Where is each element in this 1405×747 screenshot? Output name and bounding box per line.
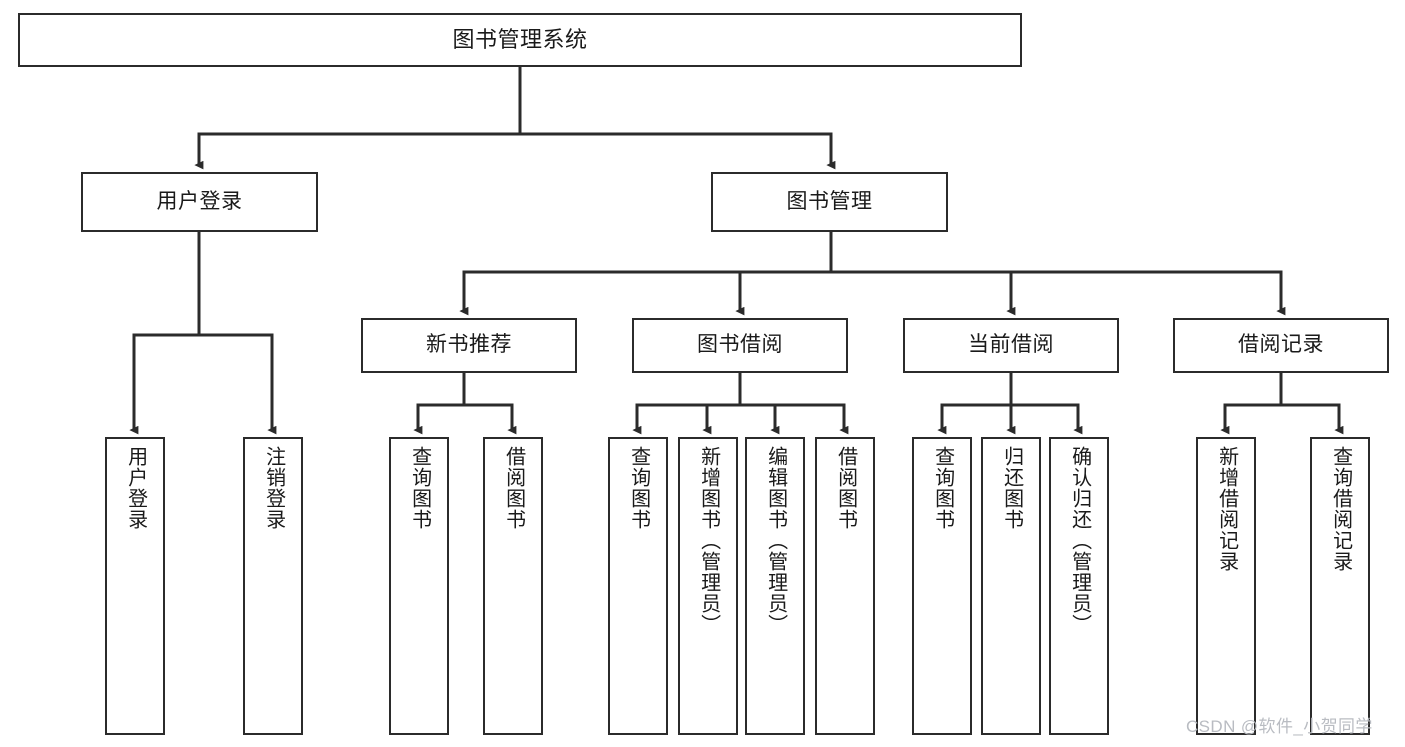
leaf-book-borrow-add-label: 新增图书（管理员）	[697, 446, 720, 635]
leaf-current-borrow-query[interactable]: 查询图书	[912, 437, 972, 735]
leaf-user-login-signin-label: 用户登录	[124, 446, 147, 530]
leaf-user-login-signout[interactable]: 注销登录	[243, 437, 303, 735]
leaf-borrow-record-add[interactable]: 新增借阅记录	[1196, 437, 1256, 735]
leaf-current-borrow-return-label: 归还图书	[1000, 446, 1023, 530]
leaf-book-borrow-lend[interactable]: 借阅图书	[815, 437, 875, 735]
node-current-borrow-label: 当前借阅	[968, 333, 1054, 357]
node-book-borrow-label: 图书借阅	[697, 333, 783, 357]
csdn-watermark: CSDN @软件_小贺同学	[1186, 717, 1373, 736]
leaf-book-borrow-edit-label: 编辑图书（管理员）	[764, 446, 787, 635]
leaf-current-borrow-confirm-label: 确认归还（管理员）	[1068, 446, 1091, 635]
leaf-current-borrow-query-label: 查询图书	[931, 446, 954, 530]
node-current-borrow[interactable]: 当前借阅	[903, 318, 1119, 373]
leaf-borrow-record-query-label: 查询借阅记录	[1329, 446, 1352, 572]
leaf-new-book-query-label: 查询图书	[408, 446, 431, 530]
leaf-book-borrow-edit[interactable]: 编辑图书（管理员）	[745, 437, 805, 735]
leaf-book-borrow-query[interactable]: 查询图书	[608, 437, 668, 735]
leaf-user-login-signout-label: 注销登录	[262, 446, 285, 530]
node-borrow-record[interactable]: 借阅记录	[1173, 318, 1389, 373]
node-root-system[interactable]: 图书管理系统	[18, 13, 1022, 67]
leaf-user-login-signin[interactable]: 用户登录	[105, 437, 165, 735]
leaf-borrow-record-query[interactable]: 查询借阅记录	[1310, 437, 1370, 735]
node-borrow-record-label: 借阅记录	[1238, 333, 1324, 357]
node-user-login[interactable]: 用户登录	[81, 172, 318, 232]
node-book-management-label: 图书管理	[786, 189, 873, 213]
leaf-book-borrow-query-label: 查询图书	[627, 446, 650, 530]
node-book-borrow[interactable]: 图书借阅	[632, 318, 848, 373]
node-new-book-recommend-label: 新书推荐	[426, 333, 512, 357]
node-book-management[interactable]: 图书管理	[711, 172, 948, 232]
leaf-new-book-query[interactable]: 查询图书	[389, 437, 449, 735]
leaf-current-borrow-return[interactable]: 归还图书	[981, 437, 1041, 735]
leaf-borrow-record-add-label: 新增借阅记录	[1215, 446, 1238, 572]
leaf-current-borrow-confirm[interactable]: 确认归还（管理员）	[1049, 437, 1109, 735]
leaf-new-book-borrow-label: 借阅图书	[502, 446, 525, 530]
leaf-new-book-borrow[interactable]: 借阅图书	[483, 437, 543, 735]
leaf-book-borrow-lend-label: 借阅图书	[834, 446, 857, 530]
node-user-login-label: 用户登录	[156, 189, 243, 213]
node-new-book-recommend[interactable]: 新书推荐	[361, 318, 577, 373]
node-root-system-label: 图书管理系统	[452, 27, 588, 53]
leaf-book-borrow-add[interactable]: 新增图书（管理员）	[678, 437, 738, 735]
